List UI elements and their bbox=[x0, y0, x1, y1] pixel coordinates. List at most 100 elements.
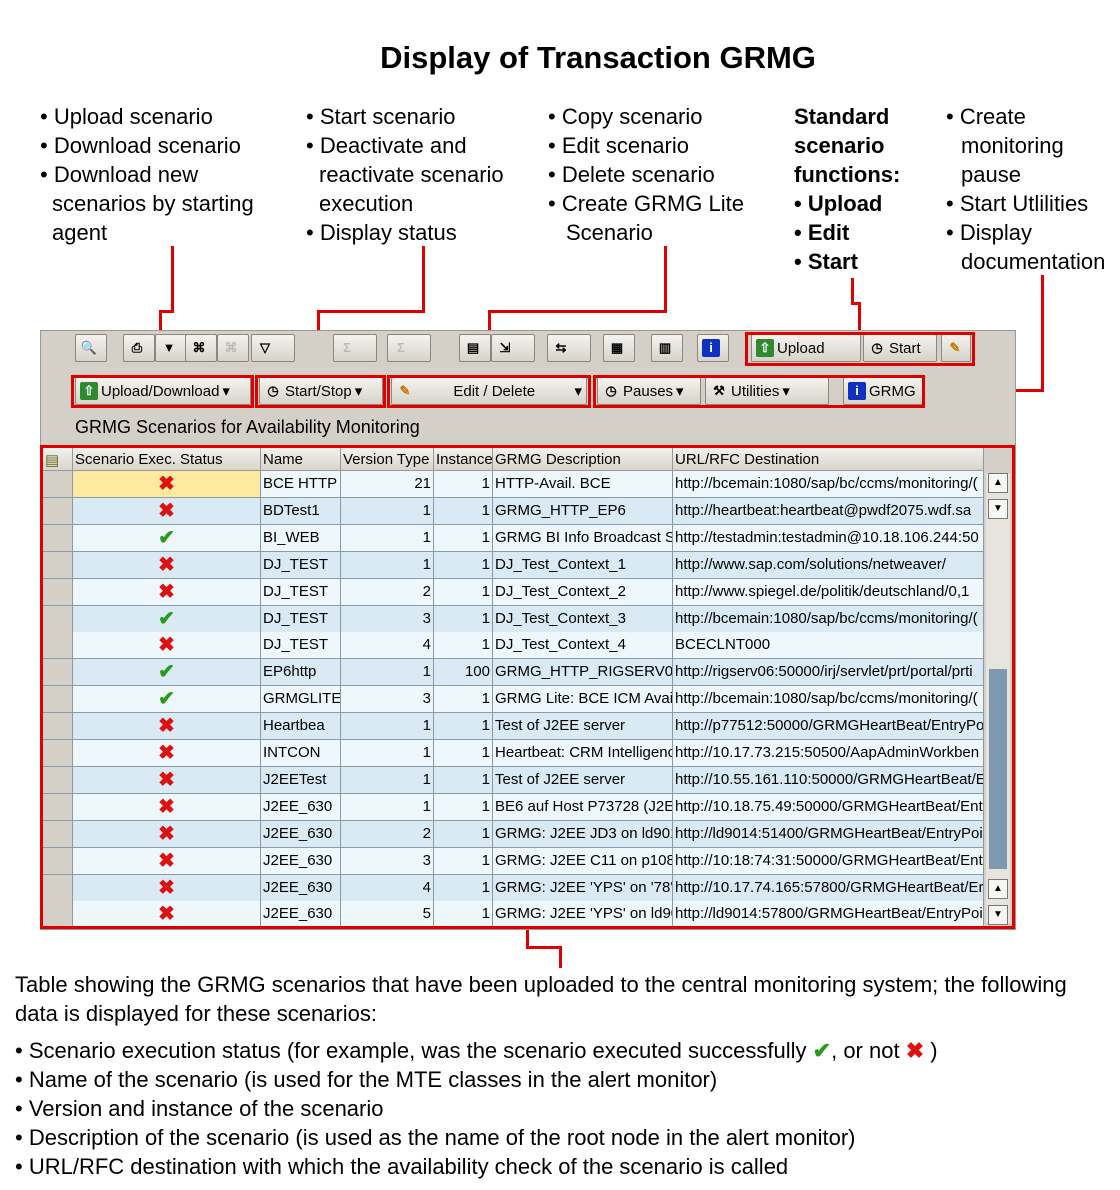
find-next-button[interactable]: ⌘ bbox=[217, 334, 249, 362]
cell-version: 1 bbox=[341, 713, 434, 741]
column-header[interactable]: Scenario Exec. Status bbox=[73, 447, 261, 471]
connector-line bbox=[526, 930, 529, 949]
row-selector[interactable] bbox=[43, 766, 73, 794]
row-selector[interactable] bbox=[43, 686, 73, 714]
row-selector[interactable] bbox=[43, 632, 73, 660]
scroll-down-button[interactable]: ▼ bbox=[988, 499, 1008, 519]
highlight-box bbox=[40, 445, 1015, 929]
utilities-menu[interactable]: ⚒Utilities▾ bbox=[705, 377, 829, 405]
layout-button[interactable]: ⇆ bbox=[547, 334, 591, 362]
row-selector[interactable] bbox=[43, 659, 73, 687]
failure-cross-icon: ✖ bbox=[73, 874, 261, 902]
row-selector[interactable] bbox=[43, 874, 73, 902]
scroll-up-button[interactable]: ▲ bbox=[988, 473, 1008, 493]
pauses-menu[interactable]: ◷Pauses▾ bbox=[597, 377, 701, 405]
callout-line: • Display bbox=[946, 220, 1032, 245]
upload-button[interactable]: ⇧Upload bbox=[751, 334, 861, 362]
cell-name: BCE HTTP bbox=[261, 471, 341, 498]
column-header[interactable]: Name bbox=[261, 447, 341, 471]
start-button[interactable]: ◷Start bbox=[863, 334, 937, 362]
subtotal-icon: Σ bbox=[397, 340, 405, 355]
column-header[interactable]: Instance bbox=[434, 447, 493, 471]
filter-button[interactable]: ▼ bbox=[155, 334, 187, 362]
cell-url: http://bcemain:1080/sap/bc/ccms/monitori… bbox=[673, 605, 984, 633]
callout-line: Standard bbox=[794, 104, 890, 129]
edit-button[interactable]: ✎ bbox=[941, 334, 971, 362]
cell-desc: DJ_Test_Context_2 bbox=[493, 578, 673, 606]
sum-button[interactable]: Σ bbox=[333, 334, 377, 362]
column-header[interactable]: GRMG Description bbox=[493, 447, 673, 471]
grid-button[interactable]: ▦ bbox=[603, 334, 635, 362]
cell-url: http://bcemain:1080/sap/bc/ccms/monitori… bbox=[673, 471, 984, 498]
row-selector[interactable] bbox=[43, 605, 73, 633]
vertical-scrollbar[interactable]: ▲ ▼ ▲ ▼ bbox=[986, 473, 1010, 925]
row-selector[interactable] bbox=[43, 793, 73, 821]
explanation: Table showing the GRMG scenarios that ha… bbox=[15, 970, 1115, 1181]
callout-line: • Download scenario bbox=[40, 133, 241, 158]
row-selector[interactable] bbox=[43, 578, 73, 606]
cell-url: BCECLNT000 bbox=[673, 632, 984, 660]
row-selector[interactable] bbox=[43, 497, 73, 525]
row-selector[interactable] bbox=[43, 820, 73, 848]
row-selector[interactable] bbox=[43, 713, 73, 741]
print-preview-button[interactable]: ▤ bbox=[459, 334, 491, 362]
callout-line: • Display status bbox=[306, 220, 457, 245]
cell-url: http://rigserv06:50000/irj/servlet/prt/p… bbox=[673, 659, 984, 687]
cell-version: 1 bbox=[341, 766, 434, 794]
layout-icon[interactable]: ▤ bbox=[43, 447, 73, 471]
utilities-label: Utilities bbox=[731, 382, 780, 400]
cell-version: 4 bbox=[341, 874, 434, 902]
failure-cross-icon: ✖ bbox=[73, 632, 261, 660]
cell-instance: 1 bbox=[434, 820, 493, 848]
column-header[interactable]: Version Type bbox=[341, 447, 434, 471]
export-button[interactable]: ⇲ bbox=[491, 334, 535, 362]
failure-cross-icon: ✖ bbox=[73, 471, 261, 498]
set-filter-button[interactable]: ▽ bbox=[251, 334, 295, 362]
scroll-up-button[interactable]: ▲ bbox=[988, 879, 1008, 899]
cell-instance: 1 bbox=[434, 847, 493, 875]
scroll-down-button[interactable]: ▼ bbox=[988, 905, 1008, 925]
row-selector[interactable] bbox=[43, 551, 73, 579]
callout-line: execution bbox=[319, 191, 414, 216]
column-header[interactable]: URL/RFC Destination bbox=[673, 447, 984, 471]
row-selector[interactable] bbox=[43, 740, 73, 767]
upload-download-menu[interactable]: ⇧Upload/Download▾ bbox=[75, 377, 251, 405]
chart-button[interactable]: ▥ bbox=[651, 334, 683, 362]
edit-delete-menu[interactable]: ✎Edit / Delete▾ bbox=[391, 377, 587, 405]
checkmark-icon: ✔ bbox=[812, 1038, 832, 1063]
cell-desc: HTTP-Avail. BCE bbox=[493, 471, 673, 498]
subtotal-button[interactable]: Σ bbox=[387, 334, 431, 362]
cell-instance: 1 bbox=[434, 713, 493, 741]
print-button[interactable]: ⎙ bbox=[123, 334, 155, 362]
scroll-thumb[interactable] bbox=[989, 669, 1007, 869]
cell-desc: GRMG: J2EE 'YPS' on '78' bbox=[493, 874, 673, 902]
info-button[interactable]: i bbox=[697, 334, 729, 362]
row-selector[interactable] bbox=[43, 471, 73, 498]
row-selector[interactable] bbox=[43, 524, 73, 552]
binoculars-button[interactable]: ⌘ bbox=[185, 334, 217, 362]
row-selector[interactable] bbox=[43, 847, 73, 875]
print-preview-icon: ▤ bbox=[466, 340, 480, 355]
find-button[interactable]: 🔍 bbox=[75, 334, 107, 362]
bullet-text: , or not bbox=[831, 1038, 906, 1063]
cell-name: DJ_TEST bbox=[261, 578, 341, 606]
cell-desc: DJ_Test_Context_4 bbox=[493, 632, 673, 660]
